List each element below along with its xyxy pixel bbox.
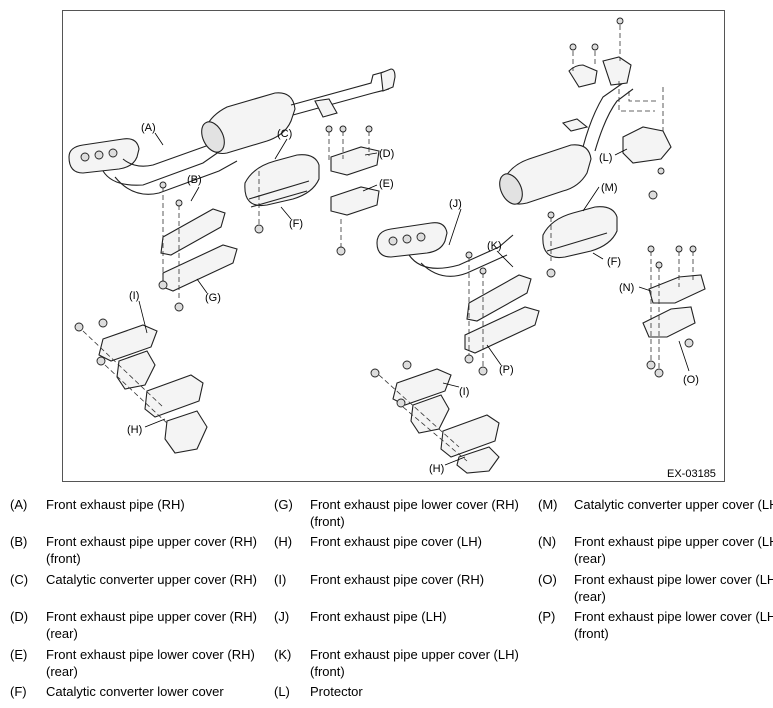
callout-N: (N) [619, 282, 634, 294]
legend-key: (E) [10, 647, 28, 662]
legend-key: (I) [274, 572, 287, 587]
legend-key: (P) [538, 609, 556, 624]
legend-key: (H) [274, 534, 293, 549]
catalytic-converter-upper-cover-lh [542, 206, 618, 278]
callout-G: (G) [205, 292, 221, 304]
legend-key: (C) [10, 572, 29, 587]
front-exhaust-pipe-cover-pair-rh [74, 318, 208, 454]
exhaust-parts-illustration: (A) (B) (C) (D) (E) (F) (G) (I) (H) (J) … [68, 17, 716, 480]
legend-key: (M) [538, 497, 558, 512]
legend-text: Catalytic converter lower cover [46, 684, 224, 699]
legend-text: Front exhaust pipe lower cover (RH) (rea… [46, 647, 255, 679]
front-exhaust-pipe-covers-rh-rear [325, 125, 380, 256]
front-exhaust-pipe-covers-lh-front [464, 251, 540, 376]
legend-key: (K) [274, 647, 292, 662]
callout-C: (C) [277, 128, 292, 140]
callout-D: (D) [379, 148, 394, 160]
legend-key: (A) [10, 497, 28, 512]
catalytic-converter-upper-cover-rh [244, 154, 320, 208]
legend-text: Front exhaust pipe (RH) [46, 497, 185, 512]
callout-O: (O) [683, 374, 699, 386]
legend-text: Protector [310, 684, 363, 699]
callout-K: (K) [487, 240, 502, 252]
legend-key: (O) [538, 572, 557, 587]
front-exhaust-pipe-cover-pair-lh [370, 360, 500, 474]
legend-text: Front exhaust pipe upper cover (RH) (fro… [46, 534, 257, 566]
callout-P: (P) [499, 364, 514, 376]
legend-key: (B) [10, 534, 28, 549]
legend-key: (F) [10, 684, 27, 699]
callout-labels: (A) (B) (C) (D) (E) (F) (G) (I) (H) (J) … [127, 122, 699, 475]
front-exhaust-pipe-covers-rh-front [158, 181, 238, 312]
legend-text: Front exhaust pipe lower cover (LH) (rea… [574, 572, 773, 604]
callout-H-lh: (H) [429, 463, 444, 475]
legend-text: Front exhaust pipe upper cover (LH) (fro… [310, 647, 519, 679]
leader-lines [138, 132, 690, 466]
callout-H-rh: (H) [127, 424, 142, 436]
legend-text: Catalytic converter upper cover (LH) [574, 497, 773, 512]
callout-I-rh: (I) [129, 290, 139, 302]
exploded-diagram: (A) (B) (C) (D) (E) (F) (G) (I) (H) (J) … [62, 10, 725, 482]
callout-M: (M) [601, 182, 618, 194]
legend-text: Front exhaust pipe lower cover (LH) (fro… [574, 609, 773, 641]
legend-text: Front exhaust pipe cover (RH) [310, 572, 485, 587]
legend-key: (D) [10, 609, 29, 624]
legend-text: Catalytic converter upper cover (RH) [46, 572, 257, 587]
legend-text: Front exhaust pipe cover (LH) [310, 534, 482, 549]
figure-code: EX-03185 [667, 468, 716, 480]
legend-key: (G) [274, 497, 293, 512]
parts-legend: (A) Front exhaust pipe (RH) (B) Front ex… [0, 490, 773, 708]
legend-text: Front exhaust pipe upper cover (LH) (rea… [574, 534, 773, 566]
callout-J: (J) [449, 198, 462, 210]
legend-key: (N) [538, 534, 557, 549]
legend-key: (J) [274, 609, 290, 624]
callout-A: (A) [141, 122, 156, 134]
legend-key: (L) [274, 684, 290, 699]
callout-I-lh: (I) [459, 386, 469, 398]
legend-text: Front exhaust pipe (LH) [310, 609, 447, 624]
front-exhaust-pipe-rh [68, 68, 396, 195]
callout-B: (B) [187, 174, 202, 186]
callout-E: (E) [379, 178, 394, 190]
front-exhaust-pipe-lh [376, 17, 664, 277]
legend-text: Front exhaust pipe lower cover (RH) (fro… [310, 497, 519, 529]
front-exhaust-pipe-covers-lh-rear [642, 245, 706, 378]
callout-F-lh: (F) [607, 256, 621, 268]
protector [622, 126, 672, 200]
callout-F-rh: (F) [289, 218, 303, 230]
callout-L: (L) [599, 152, 612, 164]
legend-text: Front exhaust pipe upper cover (RH) (rea… [46, 609, 257, 641]
